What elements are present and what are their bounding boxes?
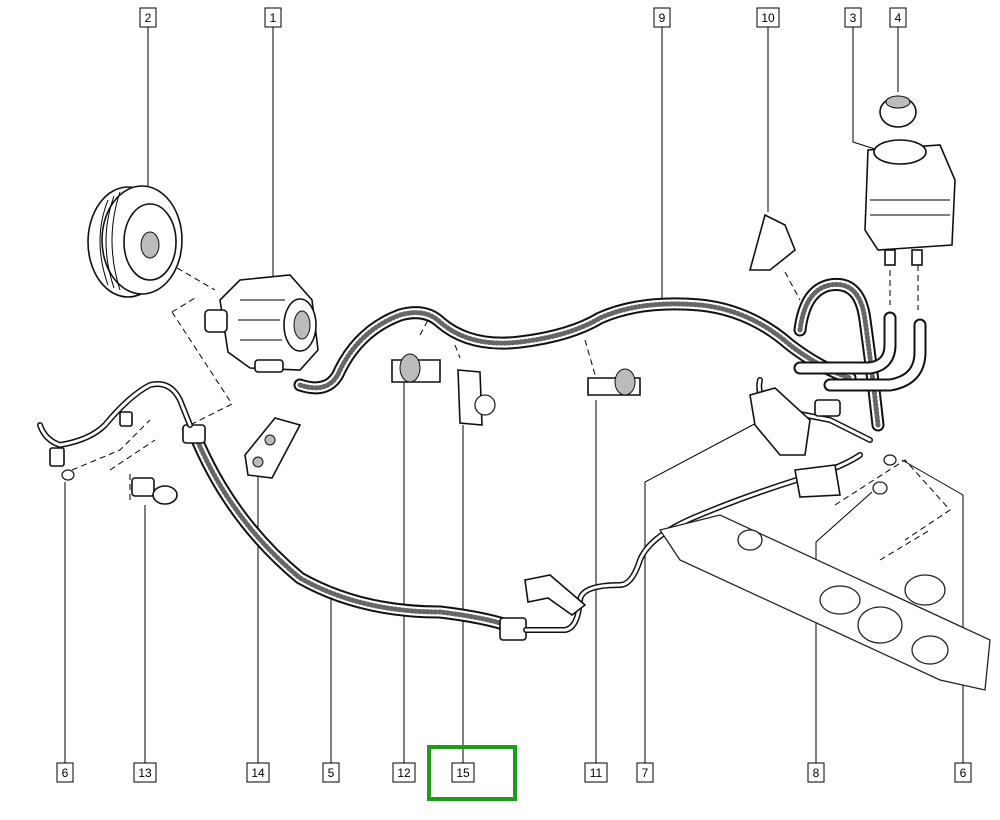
pump-part	[204, 274, 319, 373]
label-8: 8	[807, 762, 825, 783]
label-text: 7	[642, 766, 649, 780]
steering-rack	[658, 514, 991, 691]
clip-15	[457, 369, 496, 426]
leader-lines	[64, 27, 964, 763]
highlight-box	[427, 745, 517, 801]
o-rings	[61, 454, 897, 495]
pulley-part	[87, 185, 183, 298]
label-text: 10	[761, 11, 775, 25]
label-11: 11	[584, 762, 608, 783]
label-13: 13	[133, 762, 157, 783]
label-2: 2	[139, 7, 157, 28]
label-text: 1	[270, 11, 277, 25]
cap-4	[879, 95, 917, 128]
label-text: 2	[145, 11, 152, 25]
label-6-left: 6	[56, 762, 74, 783]
pipe-bracket	[524, 574, 587, 616]
label-text: 11	[590, 766, 603, 780]
label-12: 12	[392, 762, 416, 783]
label-text: 5	[328, 766, 335, 780]
label-text: 4	[895, 11, 902, 25]
label-10: 10	[756, 7, 780, 28]
hose-5	[182, 424, 527, 641]
fitting-13	[131, 477, 178, 505]
label-6-right: 6	[954, 762, 972, 783]
label-1: 1	[264, 7, 282, 28]
label-text: 6	[62, 766, 69, 780]
label-4: 4	[889, 7, 907, 28]
label-text: 13	[138, 766, 152, 780]
reservoir-hoses	[793, 277, 927, 432]
clip-14	[244, 417, 302, 479]
reservoir-3	[864, 139, 956, 266]
clip-11	[587, 368, 641, 396]
label-15: 15	[451, 762, 475, 783]
label-text: 12	[397, 766, 411, 780]
bracket-10	[748, 213, 796, 271]
label-text: 6	[960, 766, 967, 780]
label-text: 3	[850, 11, 857, 25]
clip-12	[391, 353, 441, 383]
label-14: 14	[246, 762, 270, 783]
label-text: 8	[813, 766, 820, 780]
label-9: 9	[653, 7, 671, 28]
label-text: 9	[659, 11, 666, 25]
metal-pipes	[37, 377, 873, 633]
label-3: 3	[844, 7, 862, 28]
label-7: 7	[636, 762, 654, 783]
label-text: 15	[456, 766, 470, 780]
label-5: 5	[322, 762, 340, 783]
hose-9	[293, 297, 857, 395]
valve-block-7	[749, 387, 841, 498]
label-text: 14	[251, 766, 265, 780]
